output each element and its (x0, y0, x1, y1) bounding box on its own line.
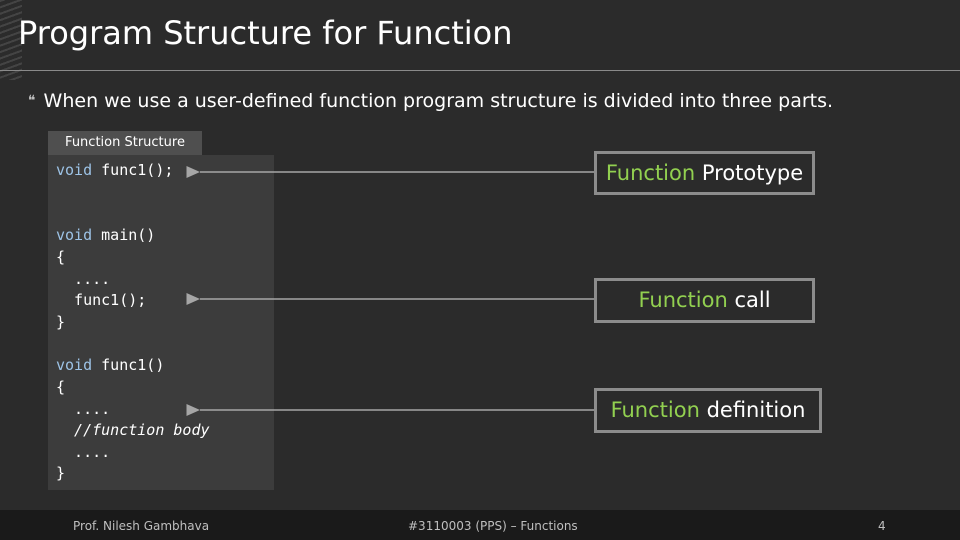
slide-title: Program Structure for Function (18, 14, 513, 52)
code-panel (48, 155, 274, 490)
code-keyword: void (56, 161, 93, 179)
code-prototype-line: void func1(); (56, 161, 173, 179)
code-def-comment: //function body (56, 421, 210, 439)
label-text: definition (699, 398, 806, 422)
code-keyword: void (56, 226, 93, 244)
function-prototype-label: Function Prototype (594, 151, 815, 195)
code-def-line: void func1() (56, 356, 164, 374)
code-main-close: } (56, 313, 66, 331)
code-main-call: func1(); (56, 291, 147, 309)
code-def-close: } (56, 464, 66, 482)
corner-decoration (0, 0, 22, 80)
code-def-dots-2: .... (56, 443, 111, 461)
label-keyword: Function (605, 161, 696, 185)
footer-bar (0, 510, 960, 540)
label-text: Prototype (695, 161, 804, 185)
function-definition-label: Function definition (594, 388, 822, 433)
code-main-open: { (56, 248, 66, 266)
code-text: func1() (92, 356, 165, 374)
quote-bullet-icon: ❝ (28, 93, 36, 109)
code-def-open: { (56, 378, 66, 396)
function-structure-label: Function Structure (48, 131, 202, 155)
title-divider (0, 70, 960, 71)
page-number: 4 (878, 519, 886, 533)
code-main-dots: .... (56, 270, 111, 288)
code-main-line: void main() (56, 226, 155, 244)
label-keyword: Function (610, 398, 700, 422)
code-text: func1(); (92, 161, 174, 179)
label-keyword: Function (638, 288, 728, 312)
bullet-text: When we use a user-defined function prog… (43, 90, 834, 112)
bullet-item: ❝ When we use a user-defined function pr… (28, 90, 833, 112)
footer-author: Prof. Nilesh Gambhava (73, 519, 210, 533)
code-text: main() (92, 226, 156, 244)
code-keyword: void (56, 356, 93, 374)
footer-course: #3110003 (PPS) – Functions (408, 519, 578, 533)
function-call-label: Function call (594, 278, 815, 323)
label-text: call (727, 288, 771, 312)
code-def-dots-1: .... (56, 400, 111, 418)
